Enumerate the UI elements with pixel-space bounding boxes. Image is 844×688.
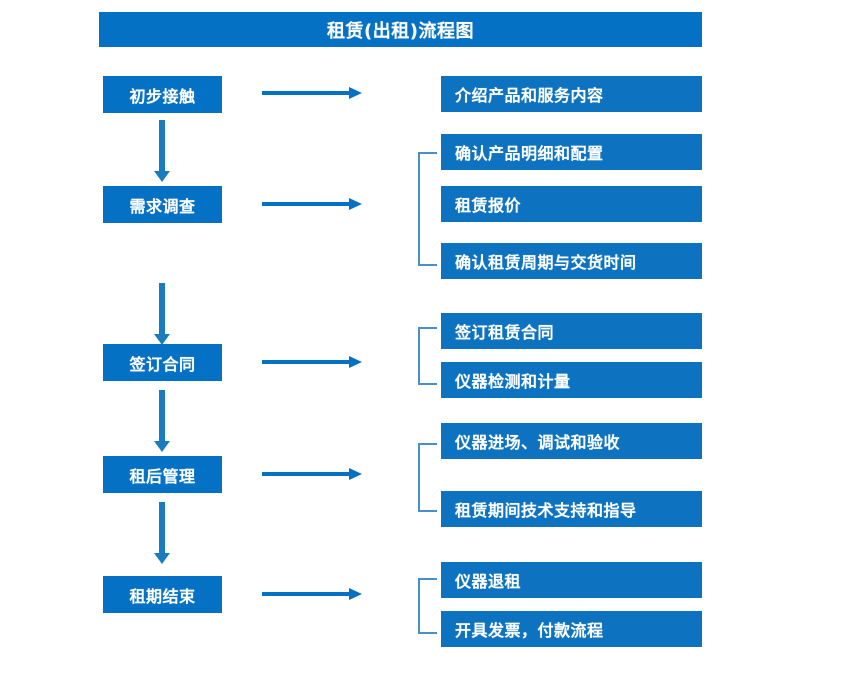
group-bracket-2 (418, 152, 437, 266)
stage-arrow-down-2 (154, 283, 170, 345)
detail-box-5-2[interactable]: 开具发票，付款流程 (441, 611, 702, 647)
detail-box-3-1[interactable]: 签订租赁合同 (441, 313, 702, 349)
group-bracket-4 (418, 443, 437, 512)
detail-box-4-1[interactable]: 仪器进场、调试和验收 (441, 423, 702, 459)
arrow-head (349, 87, 362, 99)
arrow-shaft (262, 91, 350, 95)
stage-box-1[interactable]: 初步接触 (103, 76, 222, 113)
stage-arrow-down-4 (154, 502, 170, 564)
arrow-head (349, 356, 362, 368)
stage-arrow-right-1 (262, 85, 362, 101)
page-title: 租赁(出租)流程图 (99, 12, 702, 47)
detail-box-3-2[interactable]: 仪器检测和计量 (441, 362, 702, 398)
arrow-shaft (262, 472, 350, 476)
detail-box-5-1[interactable]: 仪器退租 (441, 562, 702, 598)
stage-box-2[interactable]: 需求调查 (103, 186, 222, 223)
detail-box-4-2[interactable]: 租赁期间技术支持和指导 (441, 491, 702, 527)
stage-arrow-down-3 (154, 390, 170, 452)
stage-box-4[interactable]: 租后管理 (103, 456, 222, 493)
arrow-shaft (159, 390, 165, 442)
detail-box-2-1[interactable]: 确认产品明细和配置 (441, 134, 702, 170)
arrow-shaft (159, 120, 165, 172)
stage-arrow-right-3 (262, 354, 362, 370)
detail-box-1-1[interactable]: 介绍产品和服务内容 (441, 76, 702, 112)
arrow-head (154, 441, 170, 452)
arrow-shaft (159, 502, 165, 554)
group-bracket-3 (418, 327, 437, 385)
arrow-shaft (262, 360, 350, 364)
arrow-head (349, 588, 362, 600)
arrow-head (349, 198, 362, 210)
arrow-head (154, 171, 170, 182)
stage-arrow-right-5 (262, 586, 362, 602)
stage-box-3[interactable]: 签订合同 (103, 344, 222, 381)
arrow-shaft (262, 202, 350, 206)
group-bracket-5 (418, 578, 437, 634)
stage-box-5[interactable]: 租期结束 (103, 576, 222, 613)
detail-box-2-2[interactable]: 租赁报价 (441, 186, 702, 222)
arrow-shaft (262, 592, 350, 596)
detail-box-2-3[interactable]: 确认租赁周期与交货时间 (441, 243, 702, 279)
arrow-shaft (159, 283, 165, 335)
stage-arrow-right-2 (262, 196, 362, 212)
stage-arrow-right-4 (262, 466, 362, 482)
arrow-head (154, 334, 170, 345)
arrow-head (154, 553, 170, 564)
arrow-head (349, 468, 362, 480)
stage-arrow-down-1 (154, 120, 170, 182)
